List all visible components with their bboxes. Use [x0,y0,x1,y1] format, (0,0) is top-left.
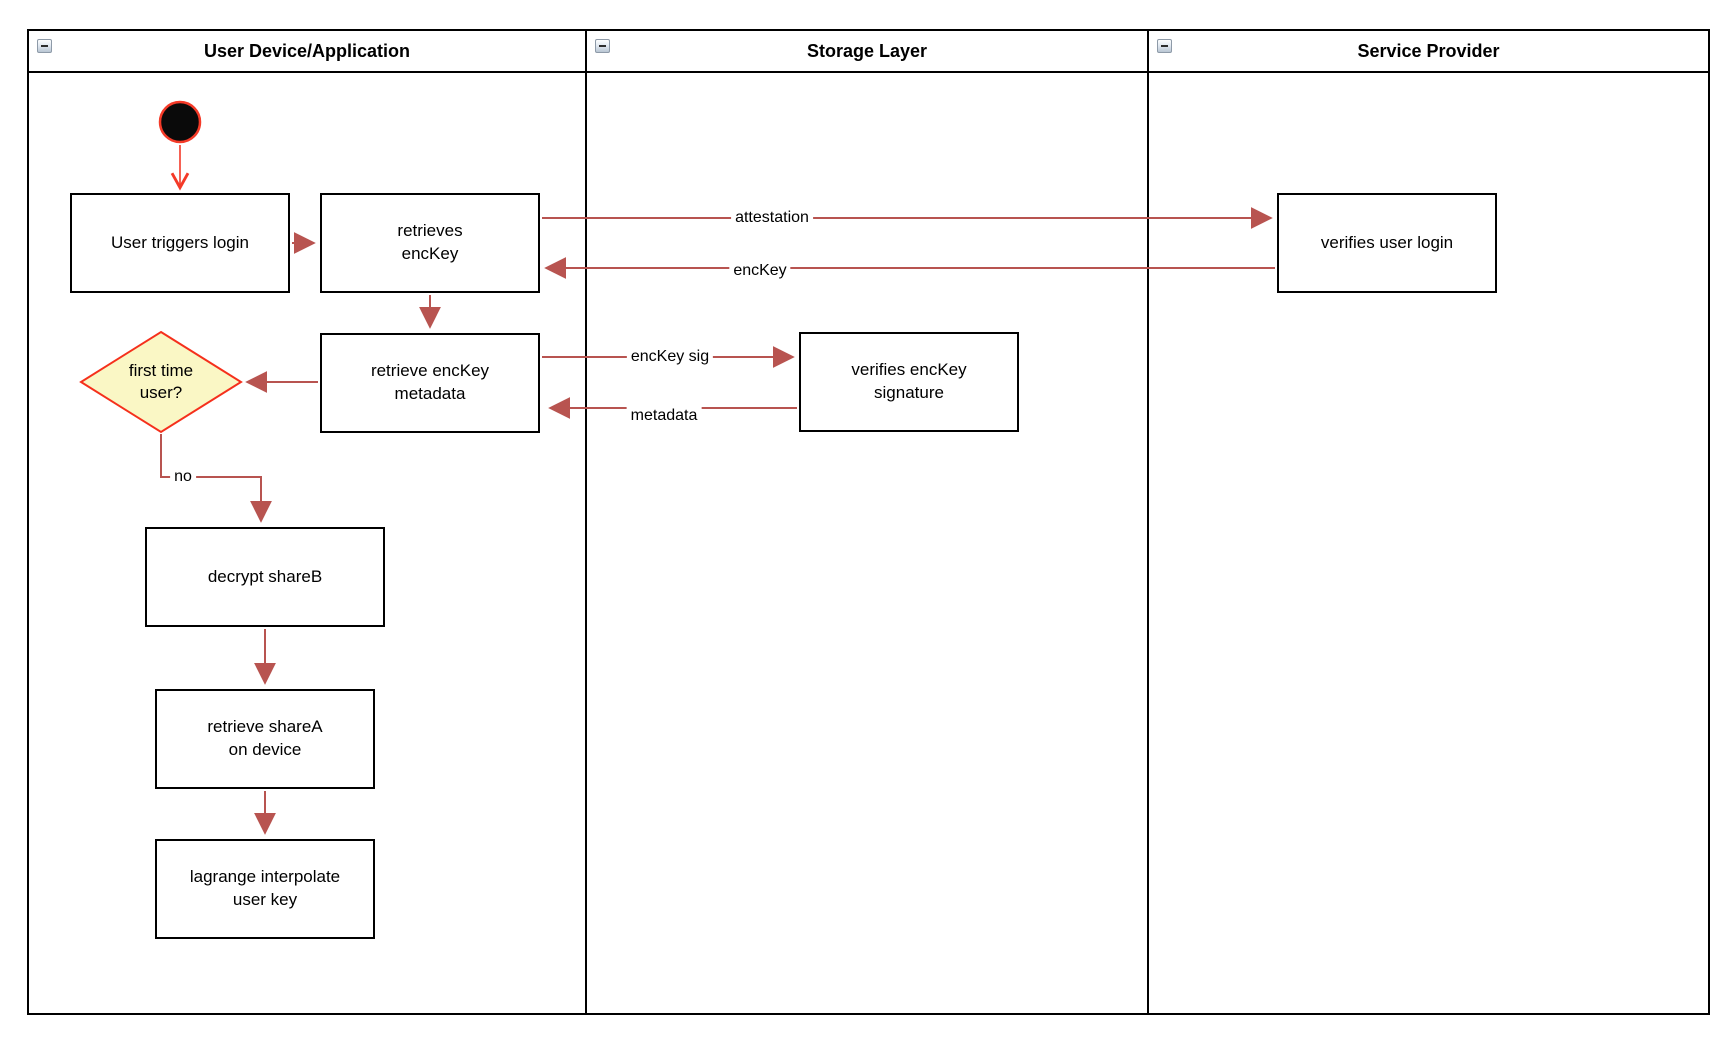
collapse-icon[interactable] [1157,39,1172,53]
edge-no-branch [160,434,272,523]
node-user-triggers-login[interactable]: User triggers login [70,193,290,293]
lane-header-user-device[interactable]: User Device/Application [28,30,586,72]
node-lagrange-interpolate[interactable]: lagrange interpolate user key [155,839,375,939]
node-retrieves-enckey[interactable]: retrieves encKey [320,193,540,293]
start-node[interactable] [158,100,202,144]
lane-title-service-provider: Service Provider [1357,40,1500,61]
swimlane-storage-layer [585,29,1149,1015]
decision-label: first time user? [128,360,194,402]
node-retrieve-sharea[interactable]: retrieve shareA on device [155,689,375,789]
swimlane-service-provider [1147,29,1710,1015]
edge-label-attestation: attestation [731,208,813,228]
node-retrieve-enckey-metadata[interactable]: retrieve encKey metadata [320,333,540,433]
minus-icon [599,45,606,47]
edge-label-no: no [170,467,196,487]
edge-label-metadata: metadata [626,406,702,426]
collapse-icon[interactable] [37,39,52,53]
collapse-icon[interactable] [595,39,610,53]
minus-icon [1161,45,1168,47]
lane-title-storage-layer: Storage Layer [806,40,928,61]
lane-header-service-provider[interactable]: Service Provider [1148,30,1709,72]
lane-header-storage-layer[interactable]: Storage Layer [586,30,1148,72]
decision-diamond[interactable] [79,330,243,434]
edge-label-enckey: encKey [729,261,791,281]
node-verifies-user-login[interactable]: verifies user login [1277,193,1497,293]
node-verifies-enckey-signature[interactable]: verifies encKey signature [799,332,1019,432]
edge-label-enckey-sig: encKey sig [626,347,714,367]
lane-title-user-device: User Device/Application [203,40,411,61]
minus-icon [41,45,48,47]
node-decrypt-shareb[interactable]: decrypt shareB [145,527,385,627]
